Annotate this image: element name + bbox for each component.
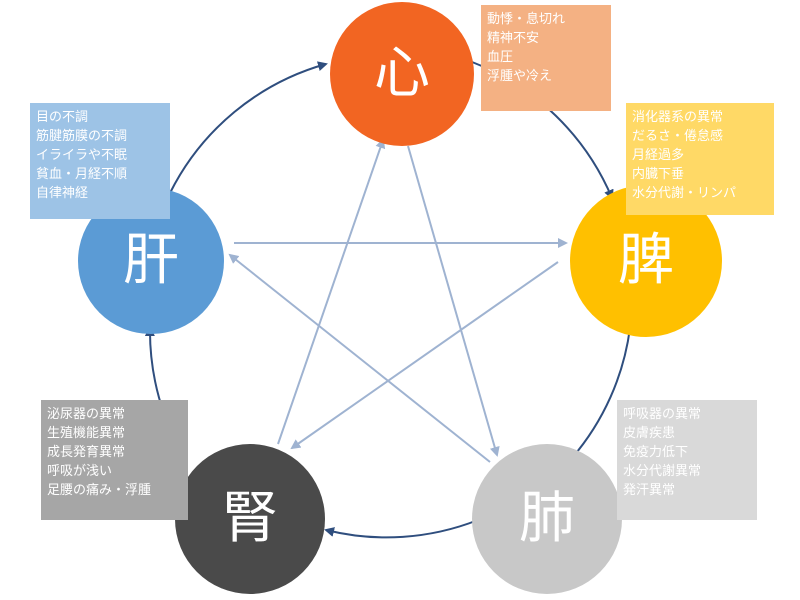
kidney-label: 腎: [222, 486, 278, 551]
kidney-symptom: 呼吸が浅い: [47, 464, 113, 479]
lung-symptom: 呼吸器の異常: [623, 407, 702, 422]
spleen-symptom: 内臓下垂: [632, 167, 685, 182]
kidney-symptom: 泌尿器の異常: [47, 407, 126, 422]
spleen-symptom: 水分代謝・リンパ: [632, 186, 737, 201]
cycle-arrow-spleen-to-lung: [570, 327, 631, 460]
spleen-symptoms-box: 消化器系の異常 だるさ・倦怠感 月経過多 内臓下垂 水分代謝・リンパ: [626, 103, 774, 215]
kidney-symptom: 成長発育異常: [47, 445, 126, 460]
liver-symptom: 筋腱筋膜の不調: [36, 129, 128, 144]
lung-label: 肺: [519, 486, 575, 551]
lung-symptoms-box: 呼吸器の異常 皮膚疾患 免疫力低下 水分代謝異常 発汗異常: [617, 400, 757, 520]
star-arrow-heart-to-lung: [407, 145, 500, 457]
heart-symptom: 動悸・息切れ: [487, 12, 566, 27]
lung-symptom: 免疫力低下: [623, 445, 689, 460]
kidney-symptoms-box: 泌尿器の異常 生殖機能異常 成長発育異常 呼吸が浅い 足腰の痛み・浮腫: [41, 400, 188, 520]
star-arrow-spleen-to-kidney: [290, 261, 559, 450]
heart-label: 心: [374, 41, 430, 106]
lung-symptom: 皮膚疾患: [623, 426, 676, 441]
spleen-symptom: 消化器系の異常: [632, 110, 724, 125]
heart-node: 心: [330, 2, 474, 146]
liver-symptom: 貧血・月経不順: [36, 167, 128, 182]
heart-symptom: 浮腫や冷え: [487, 69, 553, 84]
kidney-node: 腎: [175, 444, 325, 594]
lung-symptom: 水分代謝異常: [623, 464, 702, 479]
lung-node: 肺: [472, 444, 622, 594]
heart-symptoms-box: 動悸・息切れ 精神不安 血圧 浮腫や冷え: [481, 5, 611, 111]
liver-symptom: 自律神経: [36, 186, 89, 201]
spleen-symptom: 月経過多: [632, 148, 685, 163]
kidney-symptom: 生殖機能異常: [47, 426, 126, 441]
star-arrow-kidney-to-heart: [277, 138, 386, 445]
heart-symptom: 血圧: [487, 50, 514, 65]
star-arrow-lung-to-liver: [228, 253, 491, 463]
cycle-arrow-lung-to-kidney: [324, 519, 479, 539]
liver-symptom: イライラや不眠: [36, 148, 128, 163]
liver-symptoms-box: 目の不調 筋腱筋膜の不調 イライラや不眠 貧血・月経不順 自律神経: [30, 103, 170, 219]
cycle-arrow-liver-to-heart: [169, 61, 328, 194]
kidney-symptom: 足腰の痛み・浮腫: [47, 483, 152, 498]
spleen-symptom: だるさ・倦怠感: [632, 129, 724, 144]
liver-label: 肝: [123, 228, 179, 293]
lung-symptom: 発汗異常: [623, 483, 676, 498]
spleen-label: 脾: [618, 228, 674, 293]
liver-symptom: 目の不調: [36, 110, 89, 125]
heart-symptom: 精神不安: [487, 31, 540, 46]
